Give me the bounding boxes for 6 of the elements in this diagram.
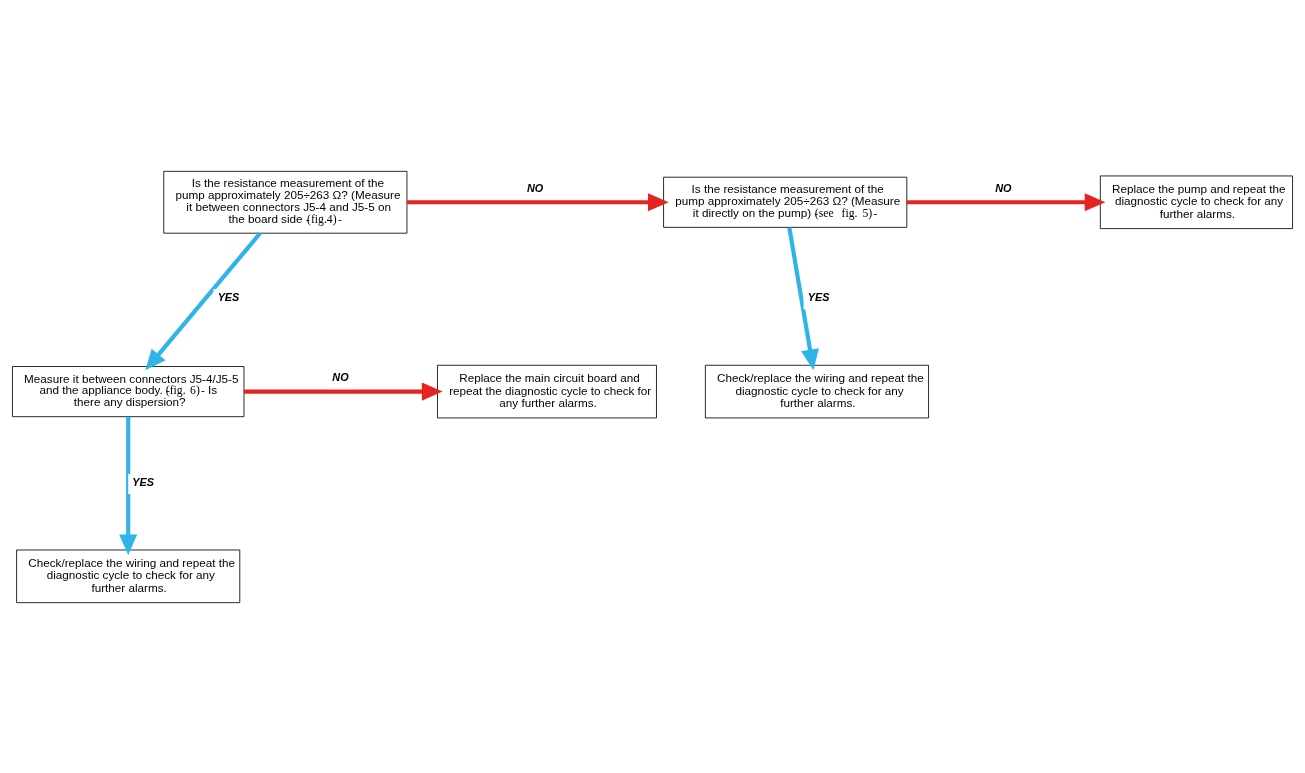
edge-label: NO bbox=[332, 370, 349, 383]
edge-label: YES bbox=[132, 475, 155, 488]
edge-label: YES bbox=[807, 290, 830, 303]
edge-label: NO bbox=[526, 181, 544, 194]
edge-label: YES bbox=[217, 290, 240, 303]
edge-label: NO bbox=[995, 181, 1012, 194]
